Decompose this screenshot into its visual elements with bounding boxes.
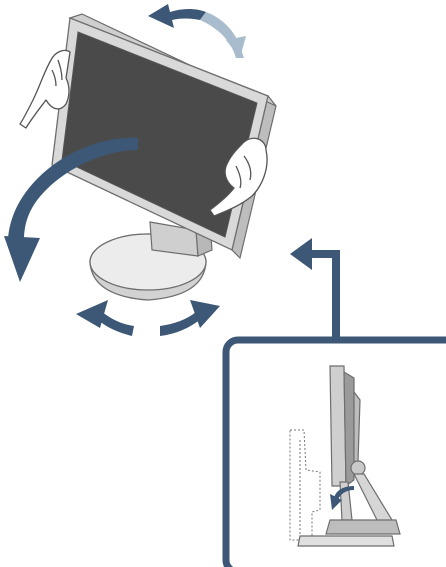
side-view-inset bbox=[226, 340, 446, 567]
swivel-left-arrow-icon bbox=[76, 300, 134, 336]
swivel-right-arrow-icon bbox=[160, 300, 220, 336]
callout-arrow-icon bbox=[290, 238, 336, 340]
monitor bbox=[52, 14, 276, 258]
rotate-arrow-icon bbox=[148, 4, 246, 58]
